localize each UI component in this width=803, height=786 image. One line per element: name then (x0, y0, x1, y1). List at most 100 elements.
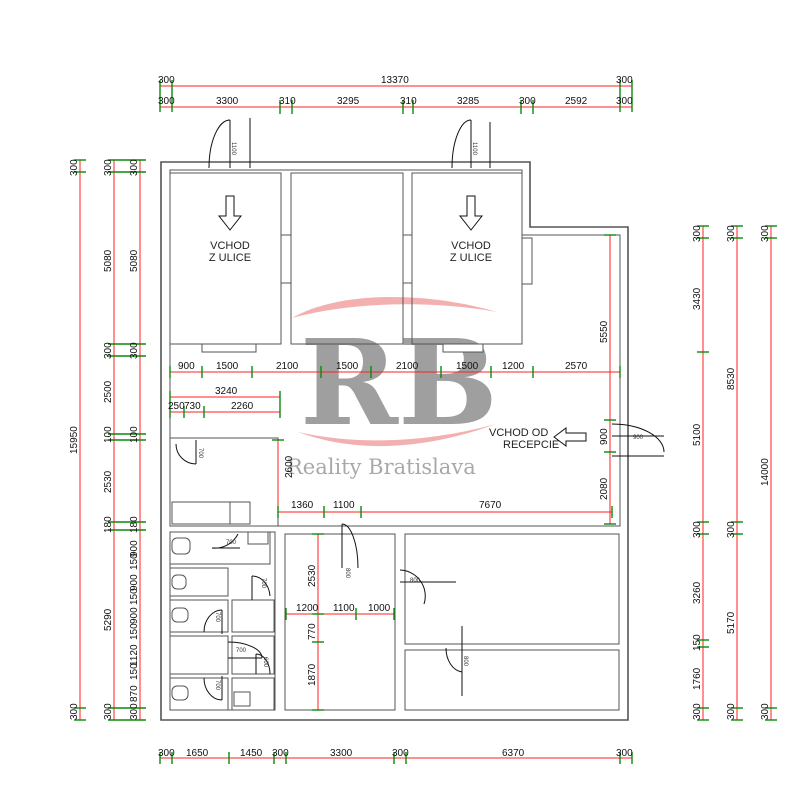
wc-2 (169, 567, 229, 597)
svg-text:100: 100 (103, 426, 114, 443)
svg-text:300: 300 (272, 748, 289, 759)
svg-text:300: 300 (760, 225, 771, 242)
svg-text:300: 300 (726, 225, 737, 242)
svg-text:700: 700 (214, 612, 220, 623)
svg-text:300: 300 (129, 703, 140, 720)
wc-4 (169, 635, 229, 675)
svg-text:5550: 5550 (599, 320, 610, 343)
svg-text:VCHOD OD: VCHOD OD (489, 427, 548, 439)
dimension-lines (79, 85, 772, 759)
svg-text:3295: 3295 (337, 96, 360, 107)
svg-text:8530: 8530 (726, 367, 737, 390)
svg-text:180: 180 (103, 516, 114, 533)
svg-text:300: 300 (616, 75, 633, 86)
svg-text:Z ULICE: Z ULICE (209, 252, 251, 264)
svg-text:15950: 15950 (69, 426, 80, 454)
svg-text:5080: 5080 (129, 249, 140, 272)
watermark-swoosh-top (292, 296, 497, 318)
watermark: RB Reality Bratislava (287, 296, 498, 479)
svg-text:3300: 3300 (216, 96, 239, 107)
window-4 (201, 343, 257, 353)
svg-text:800: 800 (410, 578, 421, 584)
svg-text:900: 900 (633, 435, 644, 441)
svg-text:150: 150 (692, 634, 703, 651)
svg-text:300: 300 (616, 748, 633, 759)
watermark-swoosh-bottom (298, 424, 496, 447)
svg-text:300: 300 (519, 96, 536, 107)
svg-text:300: 300 (103, 159, 114, 176)
svg-text:1100: 1100 (230, 142, 236, 156)
door-storage: 700 (227, 641, 263, 659)
doors: 1100 1100 900 700 700 700 (175, 118, 665, 701)
door-top-left: 1100 (208, 118, 251, 169)
svg-text:300: 300 (103, 703, 114, 720)
svg-text:14000: 14000 (760, 458, 771, 486)
svg-text:800: 800 (344, 568, 350, 579)
toilet-4 (171, 685, 189, 701)
svg-text:1870: 1870 (307, 663, 318, 686)
svg-text:1100: 1100 (471, 142, 477, 156)
svg-text:1500: 1500 (456, 361, 479, 372)
storage-3 (231, 677, 275, 711)
wc-3 (169, 599, 229, 633)
svg-text:900: 900 (599, 428, 610, 445)
svg-text:2530: 2530 (103, 470, 114, 493)
svg-text:1100: 1100 (333, 500, 355, 511)
svg-text:1100: 1100 (333, 603, 355, 614)
svg-text:1360: 1360 (291, 500, 314, 511)
svg-text:1500: 1500 (336, 361, 359, 372)
svg-text:3430: 3430 (692, 287, 703, 310)
arrow-left-icon (553, 427, 587, 447)
svg-text:870: 870 (129, 685, 140, 702)
svg-text:300: 300 (726, 703, 737, 720)
svg-text:2530: 2530 (307, 564, 318, 587)
toilet-1 (171, 537, 191, 555)
svg-text:2260: 2260 (231, 401, 254, 412)
kitchen-counter (171, 501, 231, 525)
svg-text:300: 300 (616, 96, 633, 107)
svg-text:300: 300 (129, 342, 140, 359)
svg-text:300: 300 (692, 521, 703, 538)
svg-text:250: 250 (168, 401, 185, 412)
door-reception: 900 (611, 423, 665, 457)
window-1 (280, 234, 292, 284)
svg-text:100: 100 (129, 426, 140, 443)
svg-text:300: 300 (760, 703, 771, 720)
svg-text:700: 700 (260, 578, 266, 589)
svg-text:730: 730 (184, 401, 201, 412)
watermark-name: Reality Bratislava (287, 455, 476, 479)
door-wc-2: 700 (251, 575, 271, 600)
svg-text:300: 300 (103, 342, 114, 359)
svg-text:1450: 1450 (240, 748, 263, 759)
svg-text:1120: 1120 (129, 644, 140, 666)
watermark-logo: RB (300, 313, 498, 452)
svg-text:600: 600 (262, 657, 268, 668)
sink-1 (247, 531, 269, 545)
svg-text:5100: 5100 (692, 423, 703, 446)
svg-text:900: 900 (129, 574, 140, 591)
door-small: 600 (255, 653, 271, 675)
wc-1 (169, 531, 271, 565)
svg-text:5170: 5170 (726, 611, 737, 634)
svg-text:300: 300 (69, 159, 80, 176)
window-2 (402, 234, 413, 284)
svg-text:150: 150 (129, 588, 140, 605)
svg-text:1650: 1650 (186, 748, 209, 759)
svg-text:2500: 2500 (103, 380, 114, 403)
svg-text:770: 770 (307, 623, 318, 640)
svg-text:2600: 2600 (284, 455, 295, 478)
svg-text:RECEPCIE: RECEPCIE (503, 439, 559, 451)
svg-text:310: 310 (400, 96, 417, 107)
svg-text:300: 300 (129, 159, 140, 176)
svg-text:900: 900 (178, 361, 195, 372)
window-3 (521, 237, 533, 285)
svg-text:1000: 1000 (368, 603, 391, 614)
window-5 (442, 343, 484, 353)
svg-text:900: 900 (129, 607, 140, 624)
svg-text:VCHOD: VCHOD (451, 240, 491, 252)
svg-text:1760: 1760 (692, 667, 703, 690)
svg-text:700: 700 (214, 680, 220, 691)
svg-text:900: 900 (129, 540, 140, 557)
door-wc-1: 700 (211, 533, 240, 549)
